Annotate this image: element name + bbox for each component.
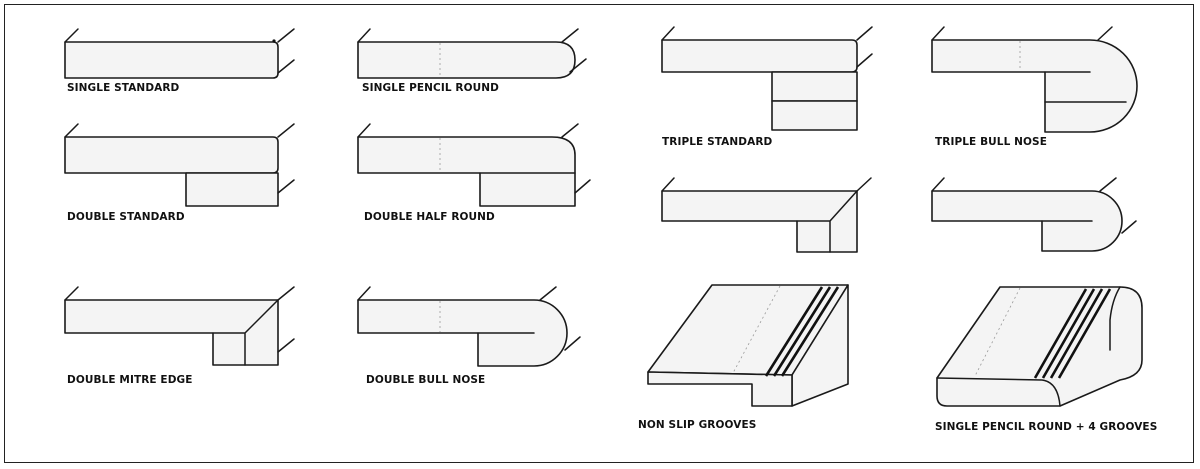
profile-bull-nose-variant — [931, 177, 1137, 252]
profile-single-pencil-round — [357, 28, 587, 79]
profile-double-bull-nose — [357, 286, 581, 367]
profile-double-half-round — [357, 123, 591, 207]
label-single-standard: SINGLE STANDARD — [67, 82, 180, 94]
profile-double-standard — [64, 123, 295, 207]
label-non-slip-grooves: NON SLIP GROOVES — [638, 419, 757, 431]
label-triple-standard: TRIPLE STANDARD — [662, 136, 773, 148]
label-double-half-round: DOUBLE HALF ROUND — [364, 211, 495, 223]
profile-triple-standard — [661, 26, 873, 131]
label-double-bull-nose: DOUBLE BULL NOSE — [366, 374, 486, 386]
profile-single-pencil-round-4-grooves — [936, 286, 1143, 407]
profile-double-mitre-edge — [64, 286, 295, 366]
profile-mitre-variant — [661, 177, 872, 253]
label-single-pencil-round: SINGLE PENCIL ROUND — [362, 82, 499, 94]
profile-non-slip-grooves — [647, 284, 849, 407]
label-triple-bull-nose: TRIPLE BULL NOSE — [935, 136, 1047, 148]
label-double-standard: DOUBLE STANDARD — [67, 211, 185, 223]
profile-single-standard — [64, 28, 295, 79]
label-single-pencil-round-4-grooves: SINGLE PENCIL ROUND + 4 GROOVES — [935, 421, 1158, 433]
profile-triple-bull-nose — [931, 26, 1138, 133]
label-double-mitre-edge: DOUBLE MITRE EDGE — [67, 374, 193, 386]
